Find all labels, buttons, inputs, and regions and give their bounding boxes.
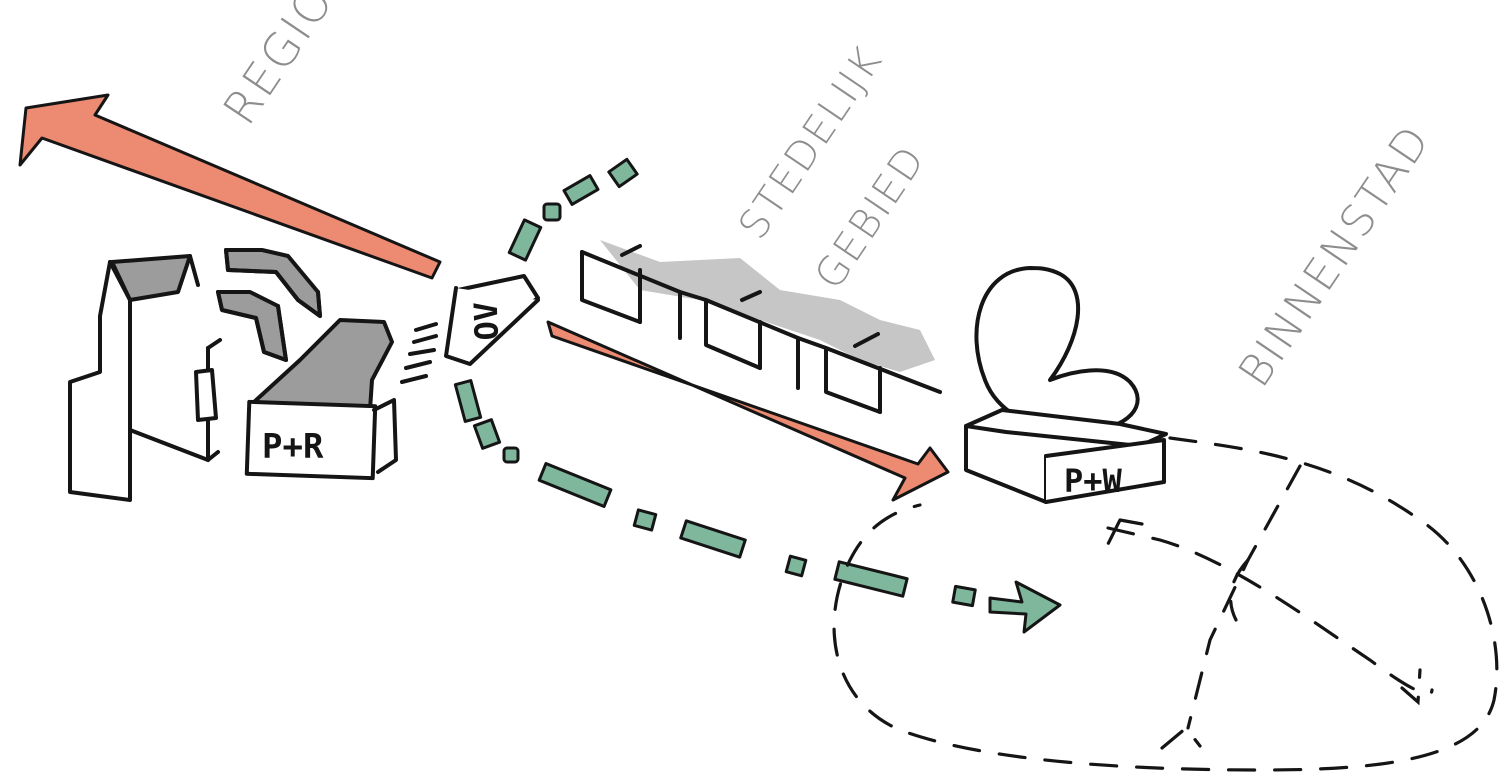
label-ov: OV (467, 301, 506, 341)
park-and-walk-building: P+W (964, 266, 1168, 504)
label-p-plus-w: P+W (1064, 462, 1123, 500)
label-regio: REGIO (212, 0, 344, 134)
park-and-ride-building: P+R (244, 318, 398, 481)
urban-area-block (580, 240, 942, 414)
label-binnenstad: BINNENSTAD (1229, 116, 1441, 396)
parking-garage-blocks (194, 248, 322, 422)
regional-traffic-arrow (18, 93, 442, 280)
inner-city-traffic-arrow (546, 320, 950, 502)
edge-building (68, 254, 222, 502)
transit-route-dashes (453, 157, 1062, 634)
walking-routes-dashed (832, 436, 1499, 772)
public-transport-box: OV (444, 274, 540, 366)
speed-lines (400, 322, 438, 384)
label-p-plus-r: P+R (262, 427, 324, 467)
